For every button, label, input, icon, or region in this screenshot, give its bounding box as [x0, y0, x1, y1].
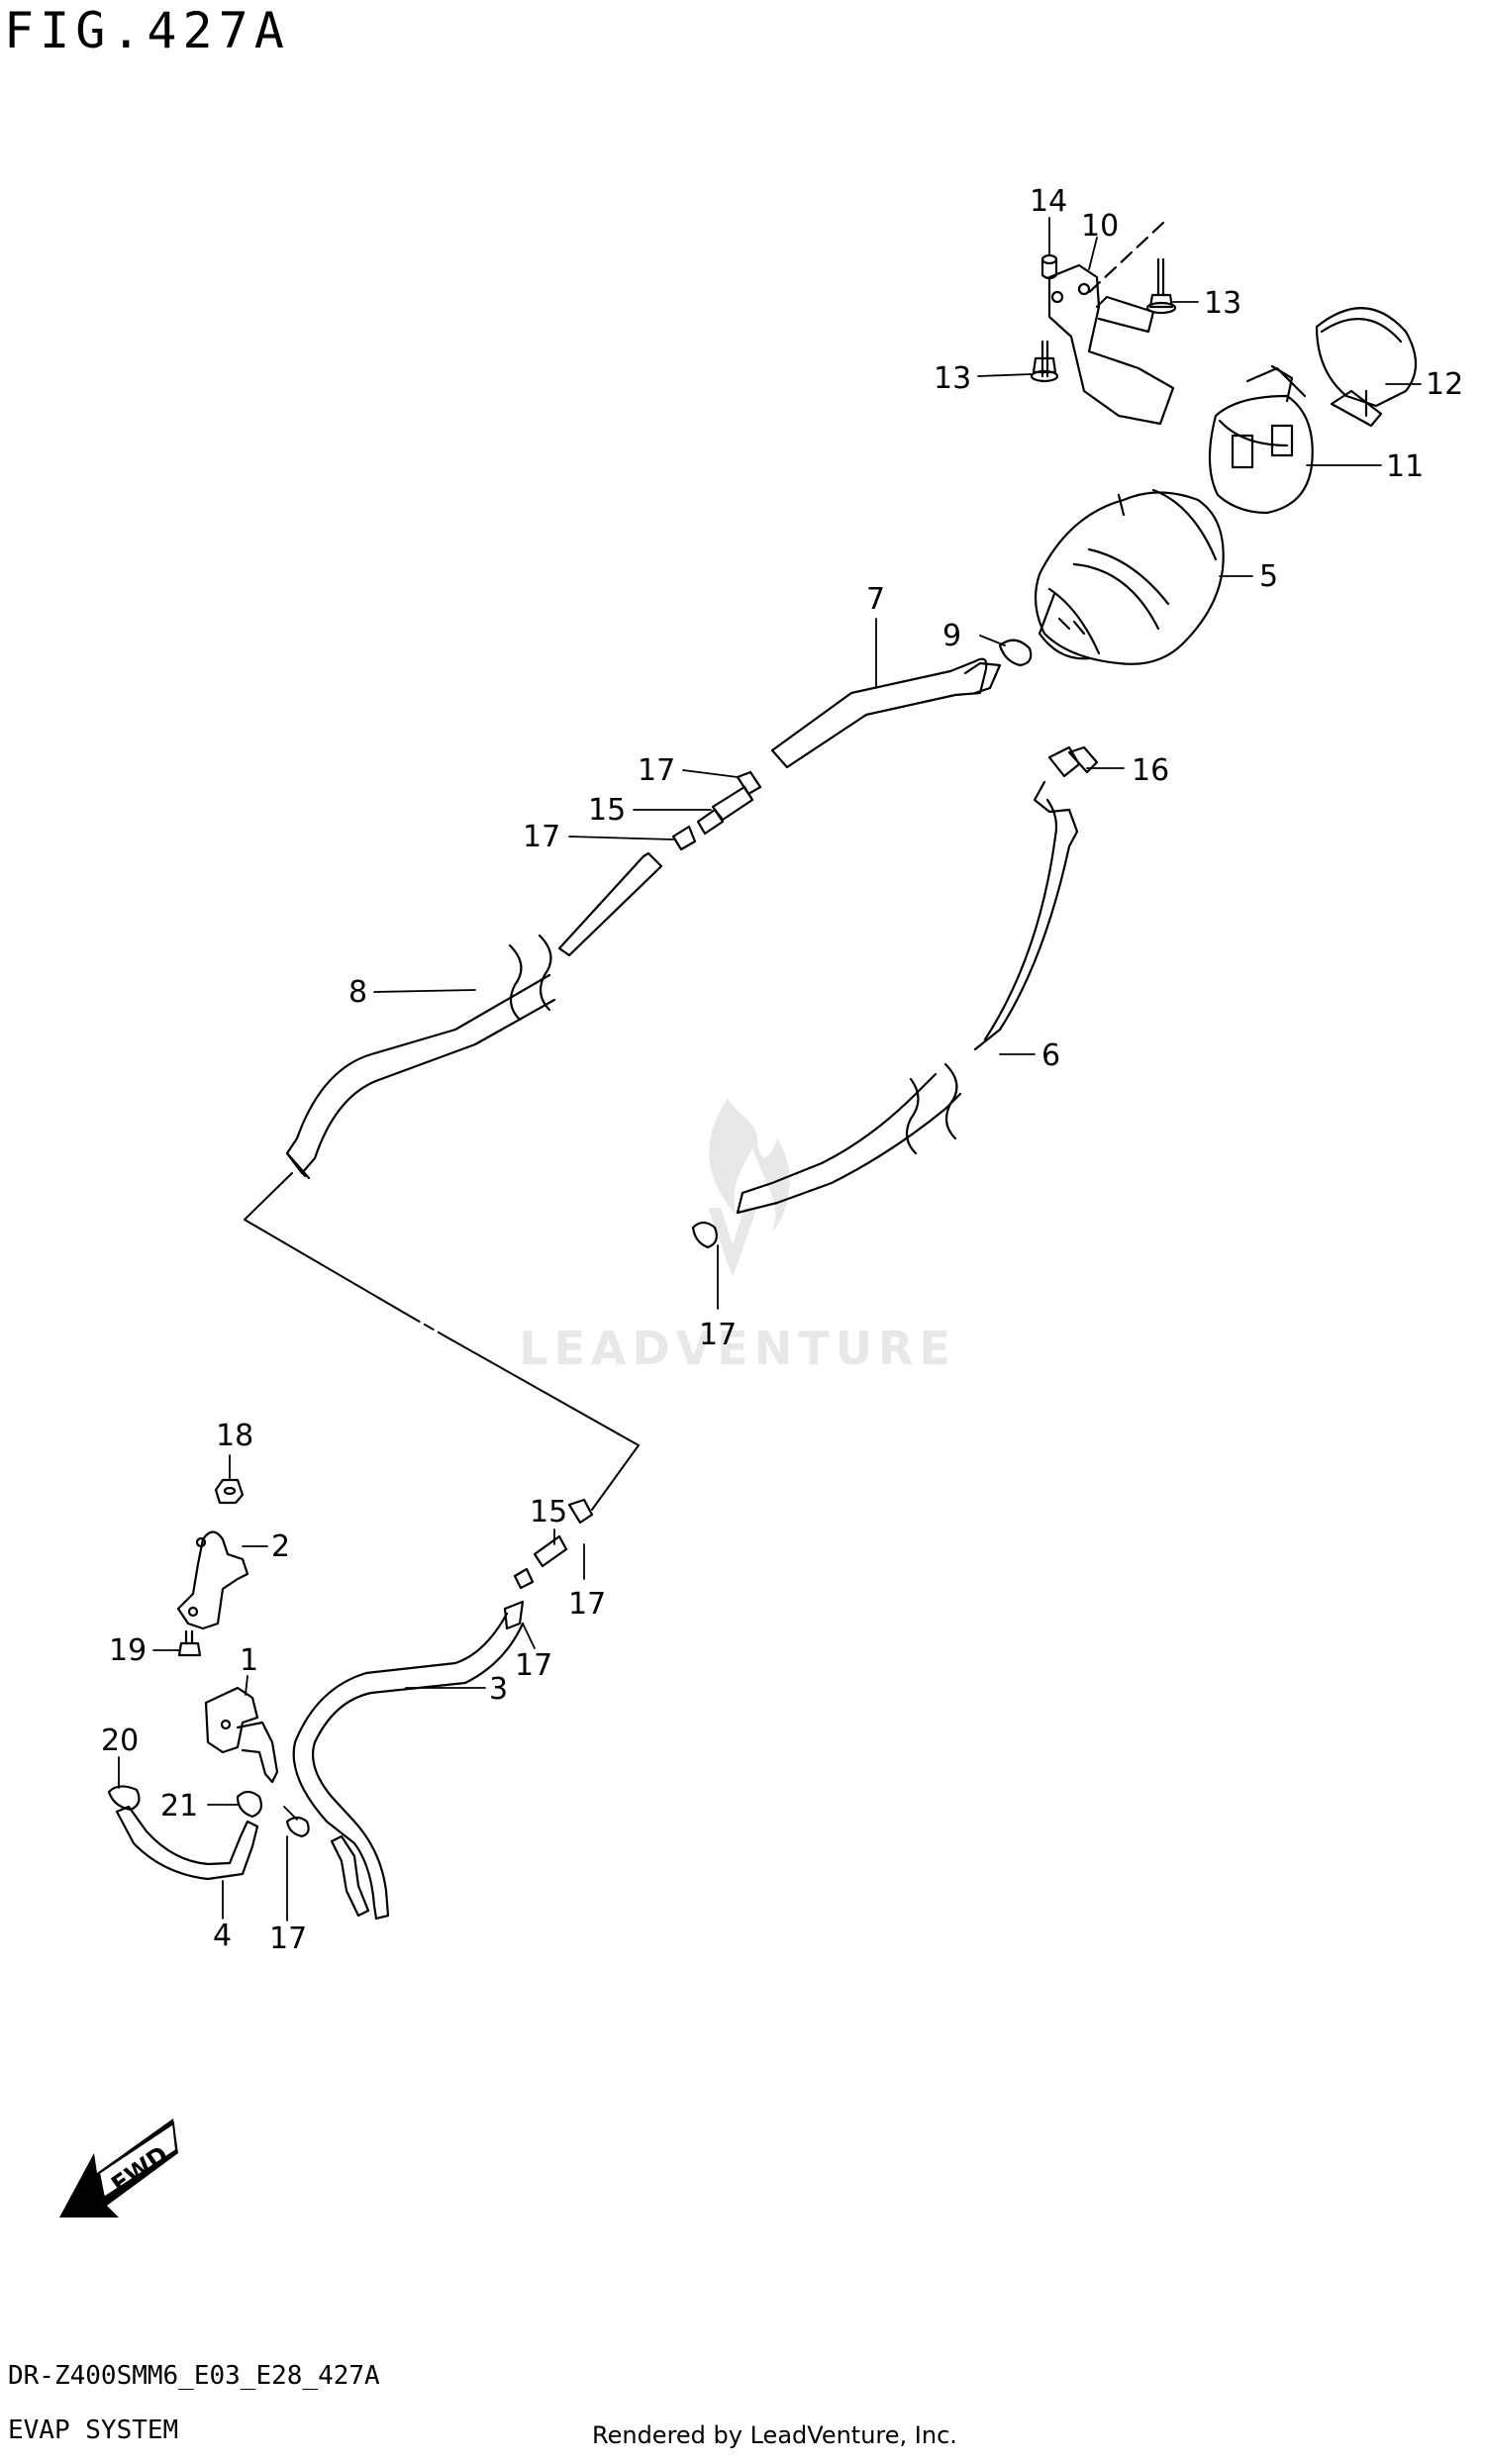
- hose-7: [770, 657, 1002, 769]
- callout-7: 7: [866, 582, 885, 617]
- callout-9: 9: [942, 619, 961, 653]
- callout-17-upper-a: 17: [638, 753, 675, 788]
- bolt-lower: [1030, 340, 1059, 383]
- watermark-text: LEADVENTURE: [519, 1322, 956, 1375]
- connector-upper: [671, 770, 762, 851]
- callout-3: 3: [489, 1672, 508, 1707]
- route-line-8-3-dash: [410, 1316, 446, 1337]
- evap-canister: [1034, 488, 1225, 665]
- model-code: DR-Z400SMM6_E03_E28_427A: [8, 2361, 380, 2391]
- bolt-upper: [1145, 257, 1177, 315]
- hose-clip-9: [998, 639, 1033, 667]
- callout-15-lower: 15: [530, 1495, 567, 1529]
- bracket-nut: [214, 1478, 245, 1505]
- callout-5: 5: [1259, 559, 1278, 594]
- render-credit: Rendered by LeadVenture, Inc.: [592, 2421, 957, 2449]
- callout-16: 16: [1132, 753, 1169, 788]
- hose-clip-6-end: [691, 1221, 718, 1249]
- callout-17-hose6: 17: [699, 1318, 737, 1352]
- figure-title: FIG.427A: [4, 2, 290, 59]
- hose-clip-3-end: [285, 1816, 310, 1838]
- callout-1: 1: [240, 1643, 258, 1678]
- callout-17-lower-a: 17: [568, 1587, 606, 1622]
- hose-clip-16: [1067, 745, 1099, 774]
- callout-17-upper-b: 17: [523, 820, 560, 854]
- callout-18: 18: [216, 1419, 253, 1453]
- callout-17-lower-b: 17: [515, 1648, 552, 1683]
- watermark-v-icon: [708, 1208, 757, 1277]
- canister-cap-clamp: [1315, 307, 1417, 428]
- watermark-flame-icon: [709, 1099, 790, 1232]
- callout-6: 6: [1041, 1038, 1060, 1073]
- callout-11: 11: [1386, 449, 1424, 484]
- system-name: EVAP SYSTEM: [8, 2415, 179, 2445]
- callout-10: 10: [1081, 209, 1119, 244]
- route-line-8-3-b: [445, 1335, 640, 1511]
- callout-20: 20: [101, 1724, 139, 1758]
- hose-4: [107, 1785, 259, 1881]
- hose-3: [292, 1600, 525, 1921]
- bracket-bolt: [177, 1629, 202, 1657]
- callout-4: 4: [213, 1919, 232, 1953]
- callout-13-lower: 13: [934, 361, 971, 396]
- callout-13-upper: 13: [1204, 286, 1241, 321]
- callout-21: 21: [160, 1789, 198, 1823]
- watermark: LEADVENTURE: [519, 1099, 956, 1375]
- leader-lines: [118, 217, 1422, 1922]
- route-line-8-3: [244, 1172, 412, 1318]
- canister-holder: [1208, 364, 1314, 515]
- bracket-dash-line: [1082, 221, 1165, 299]
- hose-6: [736, 745, 1081, 1215]
- callout-17-hose3: 17: [269, 1922, 307, 1956]
- callout-2: 2: [271, 1529, 290, 1564]
- canister-bracket: [1047, 263, 1175, 426]
- callout-19: 19: [109, 1633, 147, 1668]
- hose-8: [285, 851, 663, 1180]
- callout-8: 8: [348, 975, 367, 1010]
- connector-lower: [513, 1498, 594, 1590]
- callout-14: 14: [1030, 184, 1067, 219]
- hose-clip-21: [236, 1790, 262, 1819]
- fwd-indicator: FWD: [59, 2119, 178, 2218]
- purge-valve: [204, 1686, 279, 1784]
- valve-bracket: [176, 1530, 249, 1630]
- callout-labels: 14 10 13 13 12 11 5 7 9 16 17 15 17 8 6 …: [101, 184, 1463, 1956]
- callout-12: 12: [1426, 367, 1463, 402]
- callout-15-upper: 15: [588, 793, 626, 828]
